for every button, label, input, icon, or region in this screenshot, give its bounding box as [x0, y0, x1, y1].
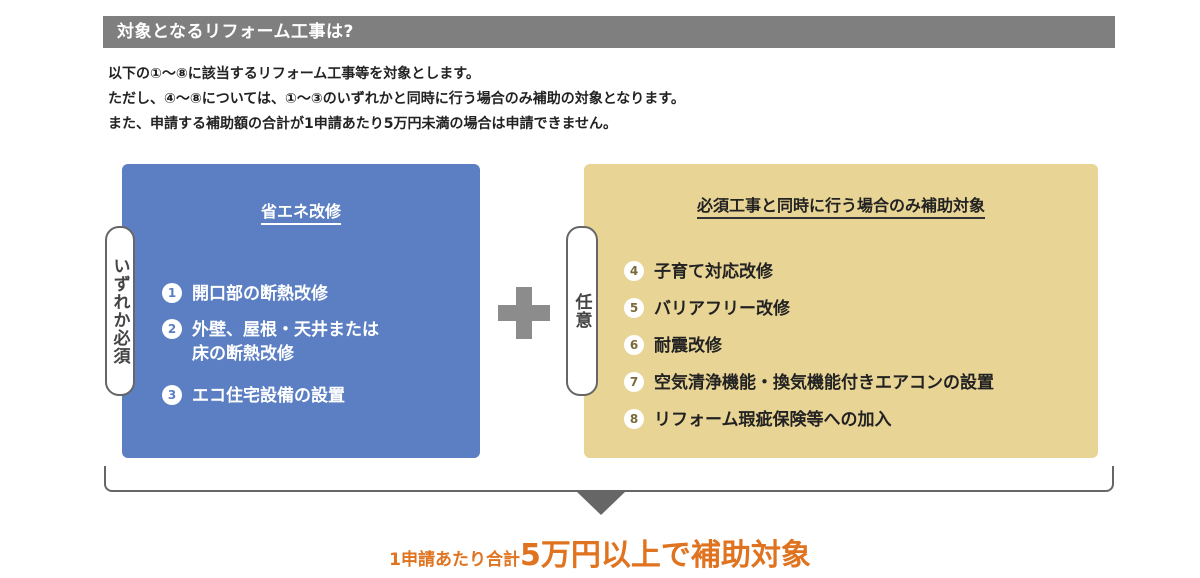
list-item: 5 バリアフリー改修 — [624, 297, 994, 321]
item-label: 空気清浄機能・換気機能付きエアコンの設置 — [654, 373, 994, 393]
item-label: リフォーム瑕疵保険等への加入 — [654, 410, 892, 430]
number-badge: 3 — [162, 385, 182, 405]
optional-panel: 必須工事と同時に行う場合のみ補助対象 — [584, 164, 1098, 458]
arrow-down-icon — [576, 491, 626, 515]
list-item: 3 エコ住宅設備の設置 — [162, 384, 379, 408]
result-text: 1申請あたり合計5万円以上で補助対象 — [0, 530, 1200, 574]
plus-icon — [498, 287, 550, 339]
item-label: バリアフリー改修 — [654, 299, 790, 319]
optional-list: 4 子育て対応改修 5 バリアフリー改修 6 耐震改修 7 空気清浄機能・換気機… — [624, 260, 994, 445]
item-label: 耐震改修 — [654, 336, 722, 356]
number-badge: 5 — [624, 298, 644, 318]
number-badge: 7 — [624, 372, 644, 392]
list-item: 7 空気清浄機能・換気機能付きエアコンの設置 — [624, 371, 994, 395]
required-list: 1 開口部の断熱改修 2 外壁、屋根・天井または 床の断熱改修 3 エコ住宅設備… — [162, 282, 379, 420]
item-label: 開口部の断熱改修 — [192, 284, 328, 304]
intro-line-1: 以下の①〜⑧に該当するリフォーム工事等を対象とします。 — [108, 66, 480, 82]
result-main: 5万円以上で補助対象 — [519, 538, 811, 573]
number-badge: 2 — [162, 319, 182, 339]
list-item: 6 耐震改修 — [624, 334, 994, 358]
number-badge: 1 — [162, 283, 182, 303]
optional-tag: 任意 — [566, 226, 598, 396]
required-panel: 省エネ改修 — [122, 164, 480, 458]
intro-text: 以下の①〜⑧に該当するリフォーム工事等を対象とします。 ただし、④〜⑧については… — [108, 62, 685, 137]
summary-bracket — [104, 466, 1114, 492]
item-label: 外壁、屋根・天井または 床の断熱改修 — [192, 320, 379, 364]
required-tag: いずれか必須 — [105, 226, 135, 396]
list-item: 4 子育て対応改修 — [624, 260, 994, 284]
item-label: 子育て対応改修 — [654, 262, 773, 282]
number-badge: 6 — [624, 335, 644, 355]
optional-panel-title: 必須工事と同時に行う場合のみ補助対象 — [584, 192, 1098, 219]
list-item: 1 開口部の断熱改修 — [162, 282, 379, 306]
number-badge: 4 — [624, 261, 644, 281]
intro-line-2: ただし、④〜⑧については、①〜③のいずれかと同時に行う場合のみ補助の対象となりま… — [108, 91, 685, 107]
intro-line-3: また、申請する補助額の合計が1申請あたり5万円未満の場合は申請できません。 — [108, 116, 618, 132]
section-title: 対象となるリフォーム工事は? — [117, 22, 354, 42]
list-item: 8 リフォーム瑕疵保険等への加入 — [624, 408, 994, 432]
section-header: 対象となるリフォーム工事は? — [103, 16, 1115, 48]
item-label: エコ住宅設備の設置 — [192, 386, 345, 406]
required-panel-title: 省エネ改修 — [122, 198, 480, 225]
number-badge: 8 — [624, 409, 644, 429]
result-prefix: 1申請あたり合計 — [389, 550, 520, 570]
list-item: 2 外壁、屋根・天井または 床の断熱改修 — [162, 318, 379, 366]
